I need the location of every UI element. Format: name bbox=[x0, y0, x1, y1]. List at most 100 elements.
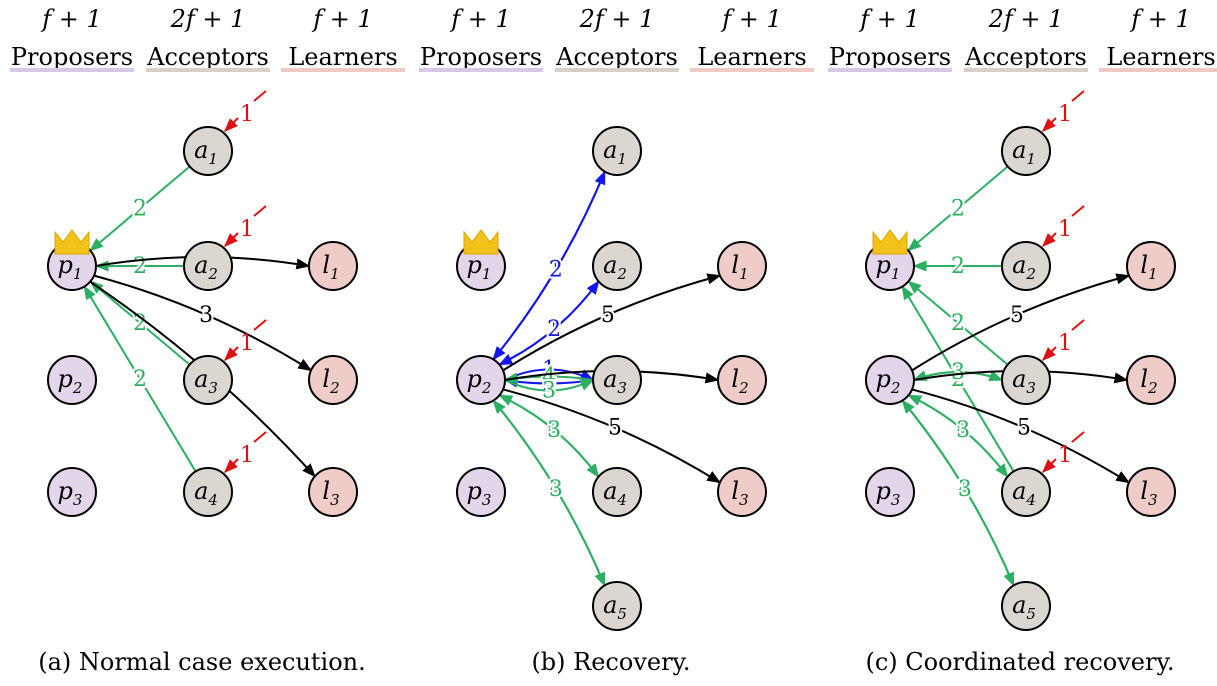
message-arrow bbox=[499, 394, 600, 478]
client-request-arrow bbox=[224, 458, 239, 473]
column-underline bbox=[690, 68, 814, 72]
acceptor-node-a5 bbox=[592, 581, 642, 631]
learner-node-l1 bbox=[717, 241, 767, 291]
acceptor-label-a2: a2 bbox=[194, 251, 218, 283]
learner-label-l1: l1 bbox=[731, 251, 748, 283]
client-request-label: 1 bbox=[240, 331, 254, 356]
acceptor-node-a2 bbox=[1001, 241, 1051, 291]
message-arrow bbox=[492, 171, 606, 361]
message-label: 2 bbox=[133, 311, 147, 336]
acceptor-label-a1: a1 bbox=[603, 136, 627, 168]
acceptor-node-a3 bbox=[592, 355, 642, 405]
proposer-label-p2: p2 bbox=[58, 365, 83, 397]
proposer-node-p2 bbox=[456, 355, 506, 405]
column-count: f + 1 bbox=[311, 5, 373, 33]
learner-label-l2: l2 bbox=[322, 365, 339, 397]
message-arrow bbox=[907, 280, 1009, 366]
client-request-arrow bbox=[224, 232, 239, 247]
column-count: f + 1 bbox=[449, 5, 511, 33]
acceptor-node-a4 bbox=[1001, 467, 1051, 517]
message-label: 3 bbox=[956, 418, 970, 443]
message-arrow bbox=[93, 274, 313, 372]
message-label: 3 bbox=[542, 379, 556, 404]
panel-caption: (c) Coordinated recovery. bbox=[866, 648, 1175, 676]
column-underline bbox=[146, 68, 270, 72]
client-request-tick bbox=[1071, 431, 1085, 443]
learner-node-l1 bbox=[1126, 241, 1176, 291]
learner-node-l2 bbox=[717, 355, 767, 405]
message-label: 2 bbox=[133, 197, 147, 222]
client-request-arrow bbox=[1042, 117, 1057, 132]
message-label: 2 bbox=[951, 197, 965, 222]
message-arrow bbox=[502, 388, 722, 484]
proposer-label-p2: p2 bbox=[876, 365, 901, 397]
column-count: f + 1 bbox=[40, 5, 102, 33]
client-request-label: 1 bbox=[1058, 102, 1072, 127]
client-request-tick bbox=[253, 90, 267, 102]
message-label: 3 bbox=[958, 477, 972, 502]
message-label: 5 bbox=[1010, 303, 1024, 328]
message-arrow bbox=[492, 399, 606, 587]
proposer-label-p1: p1 bbox=[467, 251, 492, 283]
proposer-label-p3: p3 bbox=[58, 477, 83, 509]
learner-node-l3 bbox=[308, 467, 358, 517]
column-label: Acceptors bbox=[146, 43, 269, 71]
acceptor-label-a4: a4 bbox=[603, 477, 627, 509]
message-label: 3 bbox=[549, 477, 563, 502]
panel-caption: (a) Normal case execution. bbox=[38, 648, 366, 676]
acceptor-node-a3 bbox=[183, 355, 233, 405]
message-label: 3 bbox=[951, 360, 965, 385]
learner-label-l2: l2 bbox=[1140, 365, 1157, 397]
client-request-arrow bbox=[1042, 346, 1057, 361]
client-request-tick bbox=[253, 319, 267, 331]
message-label: 2 bbox=[951, 311, 965, 336]
leader-crown-icon bbox=[872, 229, 908, 255]
acceptor-node-a4 bbox=[183, 467, 233, 517]
message-label: 2 bbox=[951, 254, 965, 279]
message-arrow bbox=[913, 370, 1004, 381]
client-request-label: 1 bbox=[1058, 217, 1072, 242]
proposer-label-p3: p3 bbox=[876, 477, 901, 509]
message-label: 2 bbox=[133, 367, 147, 392]
proposer-label-p3: p3 bbox=[467, 477, 492, 509]
acceptor-label-a3: a3 bbox=[603, 365, 627, 397]
acceptor-label-a5: a5 bbox=[1012, 591, 1036, 623]
column-label: Learners bbox=[1106, 43, 1215, 71]
message-label: 2 bbox=[547, 317, 561, 342]
column-count: f + 1 bbox=[858, 5, 920, 33]
message-label: 3 bbox=[199, 303, 213, 328]
client-request-arrow bbox=[224, 117, 239, 132]
learner-label-l3: l3 bbox=[1140, 477, 1157, 509]
acceptor-label-a3: a3 bbox=[194, 365, 218, 397]
client-request-tick bbox=[1071, 90, 1085, 102]
proposer-node-p3 bbox=[456, 467, 506, 517]
proposer-node-p2 bbox=[865, 355, 915, 405]
learner-label-l3: l3 bbox=[731, 477, 748, 509]
column-underline bbox=[281, 68, 405, 72]
client-request-tick bbox=[1071, 319, 1085, 331]
acceptor-label-a2: a2 bbox=[603, 251, 627, 283]
acceptor-node-a4 bbox=[592, 467, 642, 517]
message-label: 5 bbox=[1017, 416, 1031, 441]
leader-crown-icon bbox=[54, 229, 90, 255]
acceptor-label-a4: a4 bbox=[194, 477, 218, 509]
client-request-label: 1 bbox=[240, 102, 254, 127]
acceptor-label-a4: a4 bbox=[1012, 477, 1036, 509]
message-arrow bbox=[901, 399, 1015, 587]
client-request-tick bbox=[253, 205, 267, 217]
column-underline bbox=[555, 68, 679, 72]
learner-label-l1: l1 bbox=[322, 251, 339, 283]
column-label: Proposers bbox=[11, 43, 133, 71]
acceptor-node-a5 bbox=[1001, 581, 1051, 631]
proposer-node-p2 bbox=[47, 355, 97, 405]
proposer-node-p3 bbox=[865, 467, 915, 517]
client-request-tick bbox=[1071, 205, 1085, 217]
column-label: Proposers bbox=[829, 43, 951, 71]
client-request-label: 1 bbox=[240, 443, 254, 468]
message-arrow bbox=[901, 285, 1015, 472]
column-underline bbox=[419, 68, 543, 72]
acceptor-node-a1 bbox=[1001, 126, 1051, 176]
acceptor-label-a3: a3 bbox=[1012, 365, 1036, 397]
message-arrow bbox=[502, 273, 722, 372]
